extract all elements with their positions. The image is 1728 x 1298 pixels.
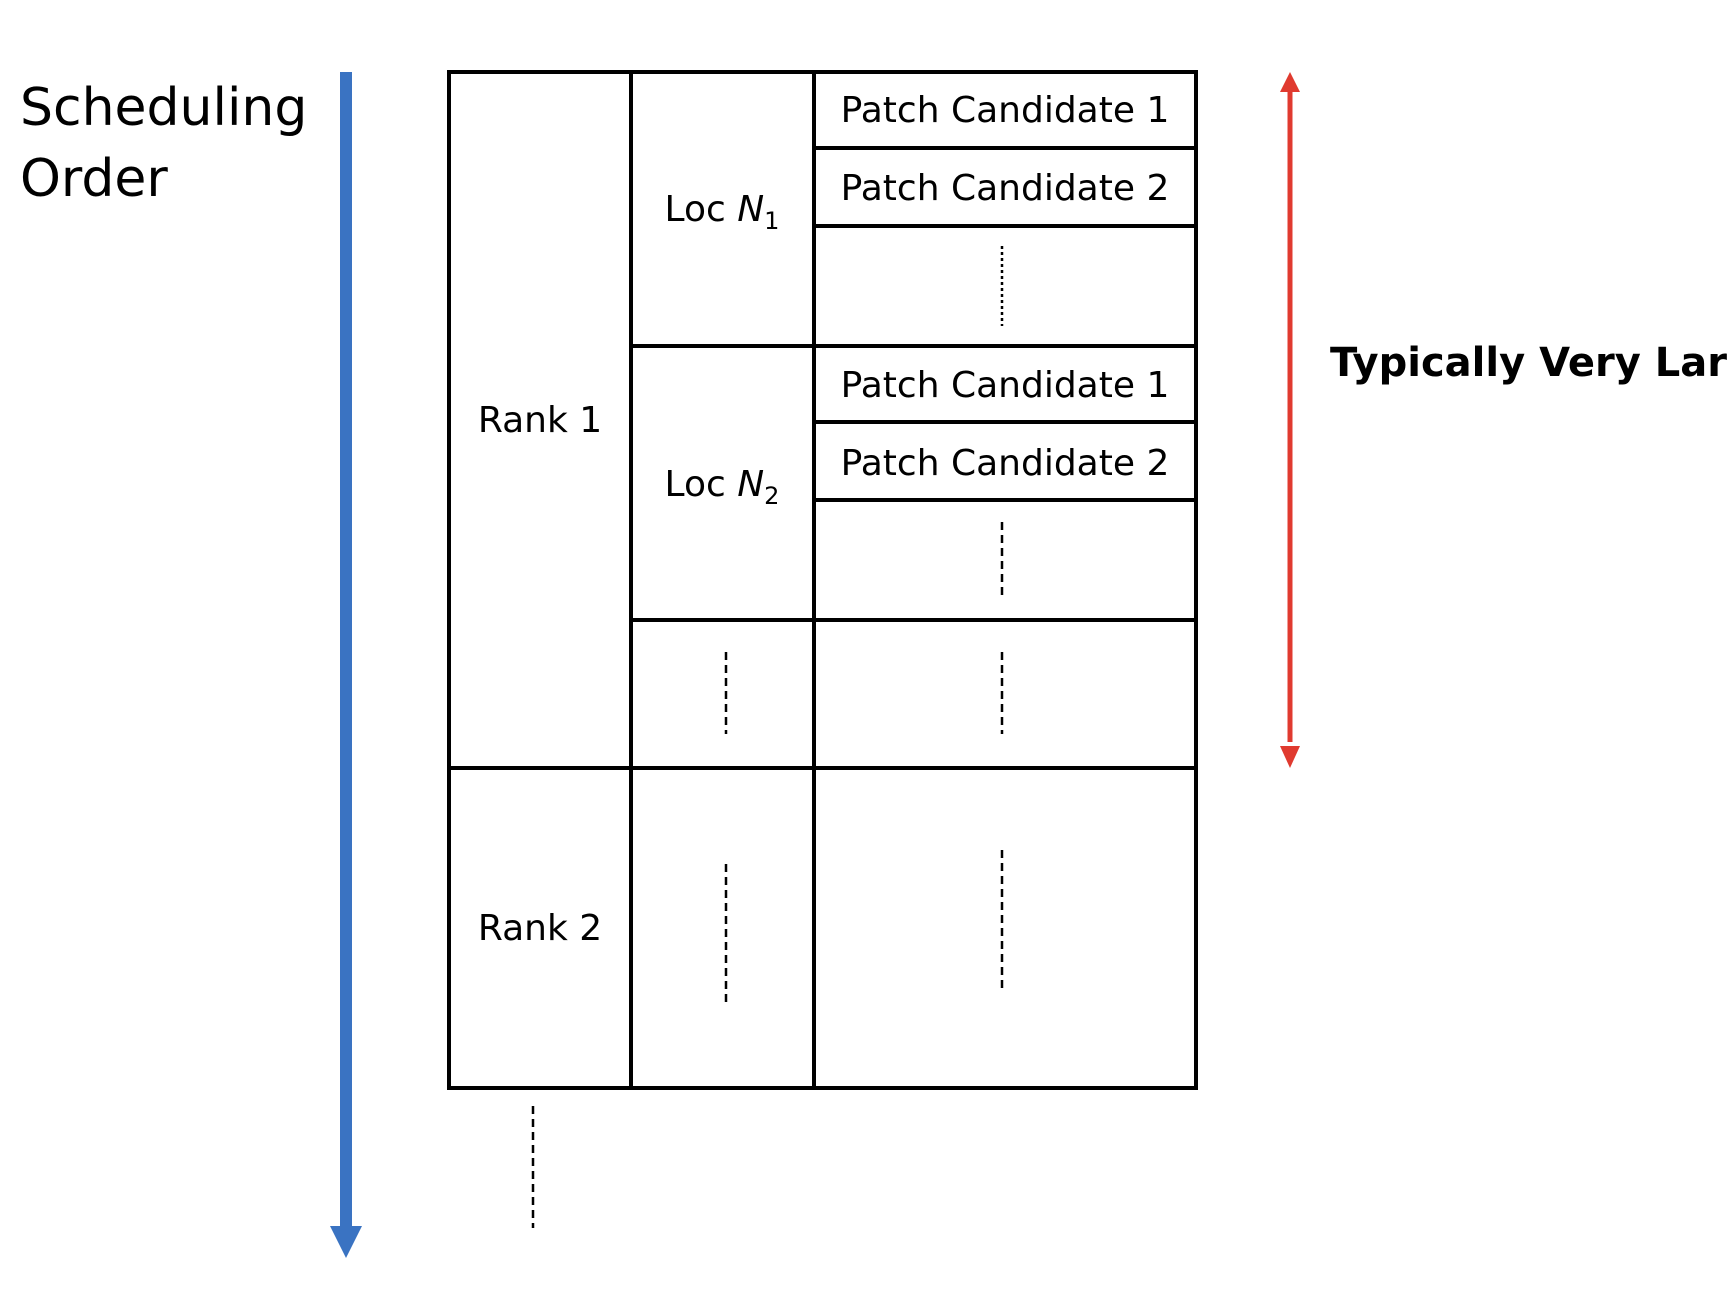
table-outer-border: [447, 70, 1198, 1090]
scheduling-order-title-line2: Order: [20, 149, 168, 209]
loc2-patch-candidate-1: Patch Candidate 1: [841, 365, 1170, 406]
loc-n2-sub: 2: [764, 482, 779, 510]
loc-n2-prefix: Loc: [665, 464, 738, 505]
scheduling-order-arrow: [330, 72, 362, 1258]
loc1-patch-candidate-2: Patch Candidate 2: [841, 168, 1170, 209]
typically-very-large-label: Typically Very Large: [1330, 340, 1728, 386]
rank-2-label: Rank 2: [478, 908, 602, 949]
loc2-patch-candidate-2: Patch Candidate 2: [841, 443, 1170, 484]
loc-n1-prefix: Loc: [665, 189, 738, 230]
scheduling-order-title-line1: Scheduling: [20, 78, 307, 138]
rank-1-label: Rank 1: [478, 400, 602, 441]
loc-n1-sub: 1: [764, 207, 779, 235]
loc-n2-label: Loc N2: [665, 464, 780, 510]
schedule-table: [447, 70, 1198, 1090]
typically-very-large-arrow: [1280, 72, 1300, 768]
loc-n1-var: N: [737, 189, 764, 230]
loc-n2-var: N: [737, 464, 764, 505]
loc-n1-label: Loc N1: [665, 189, 780, 235]
loc1-patch-candidate-1: Patch Candidate 1: [841, 90, 1170, 131]
